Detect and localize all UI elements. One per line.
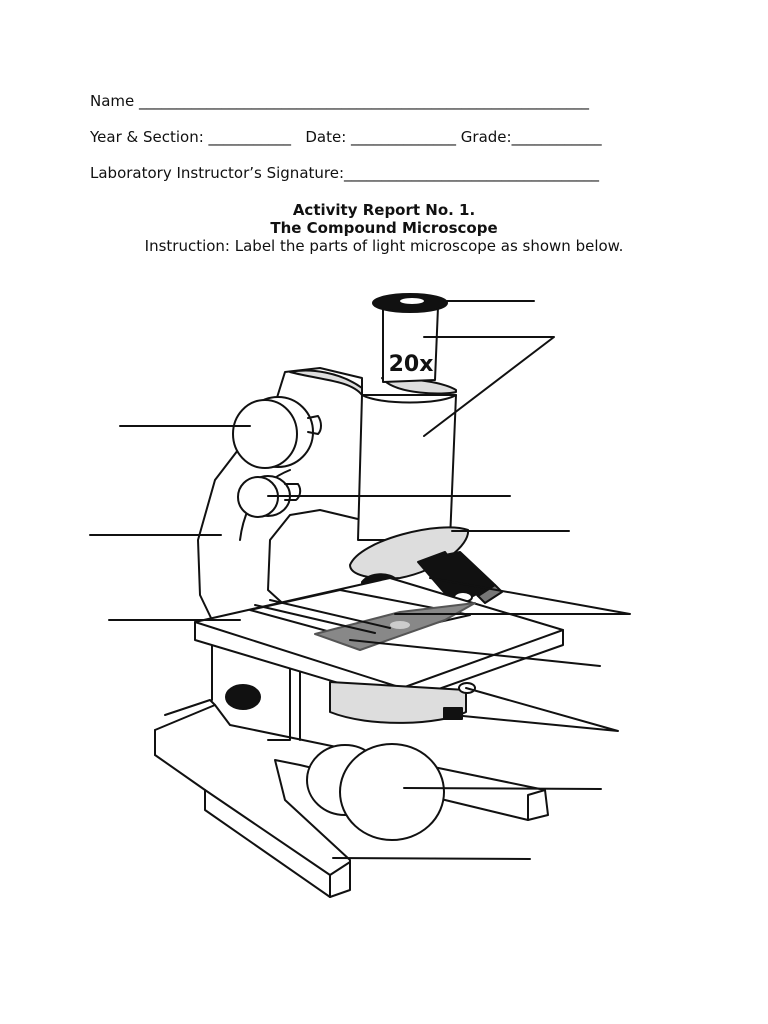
eyepiece-magnification: 20x [389, 352, 434, 377]
name-field[interactable]: Name ___________________________________… [90, 92, 590, 110]
report-subtitle: The Compound Microscope [270, 219, 498, 237]
label-line-body-tube [423, 336, 555, 437]
label-line-condenser [462, 687, 619, 732]
label-lines [89, 300, 631, 860]
label-line-objectives [394, 577, 631, 615]
base-mark [225, 684, 261, 710]
year-date-grade-field[interactable]: Year & Section: ___________ Date: ______… [90, 128, 602, 146]
label-line-base-knob [403, 787, 602, 790]
base-knob [306, 743, 445, 841]
label-line-base [332, 857, 531, 860]
condenser [329, 681, 476, 724]
eyepiece: 20x [372, 293, 448, 383]
report-title: Activity Report No. 1. [292, 201, 476, 219]
instructor-signature-field[interactable]: Laboratory Instructor’s Signature:______… [90, 164, 600, 182]
coarse-adjustment-knob [232, 396, 322, 469]
instruction-text: Instruction: Label the parts of light mi… [144, 237, 624, 255]
label-line-stage [349, 639, 601, 667]
